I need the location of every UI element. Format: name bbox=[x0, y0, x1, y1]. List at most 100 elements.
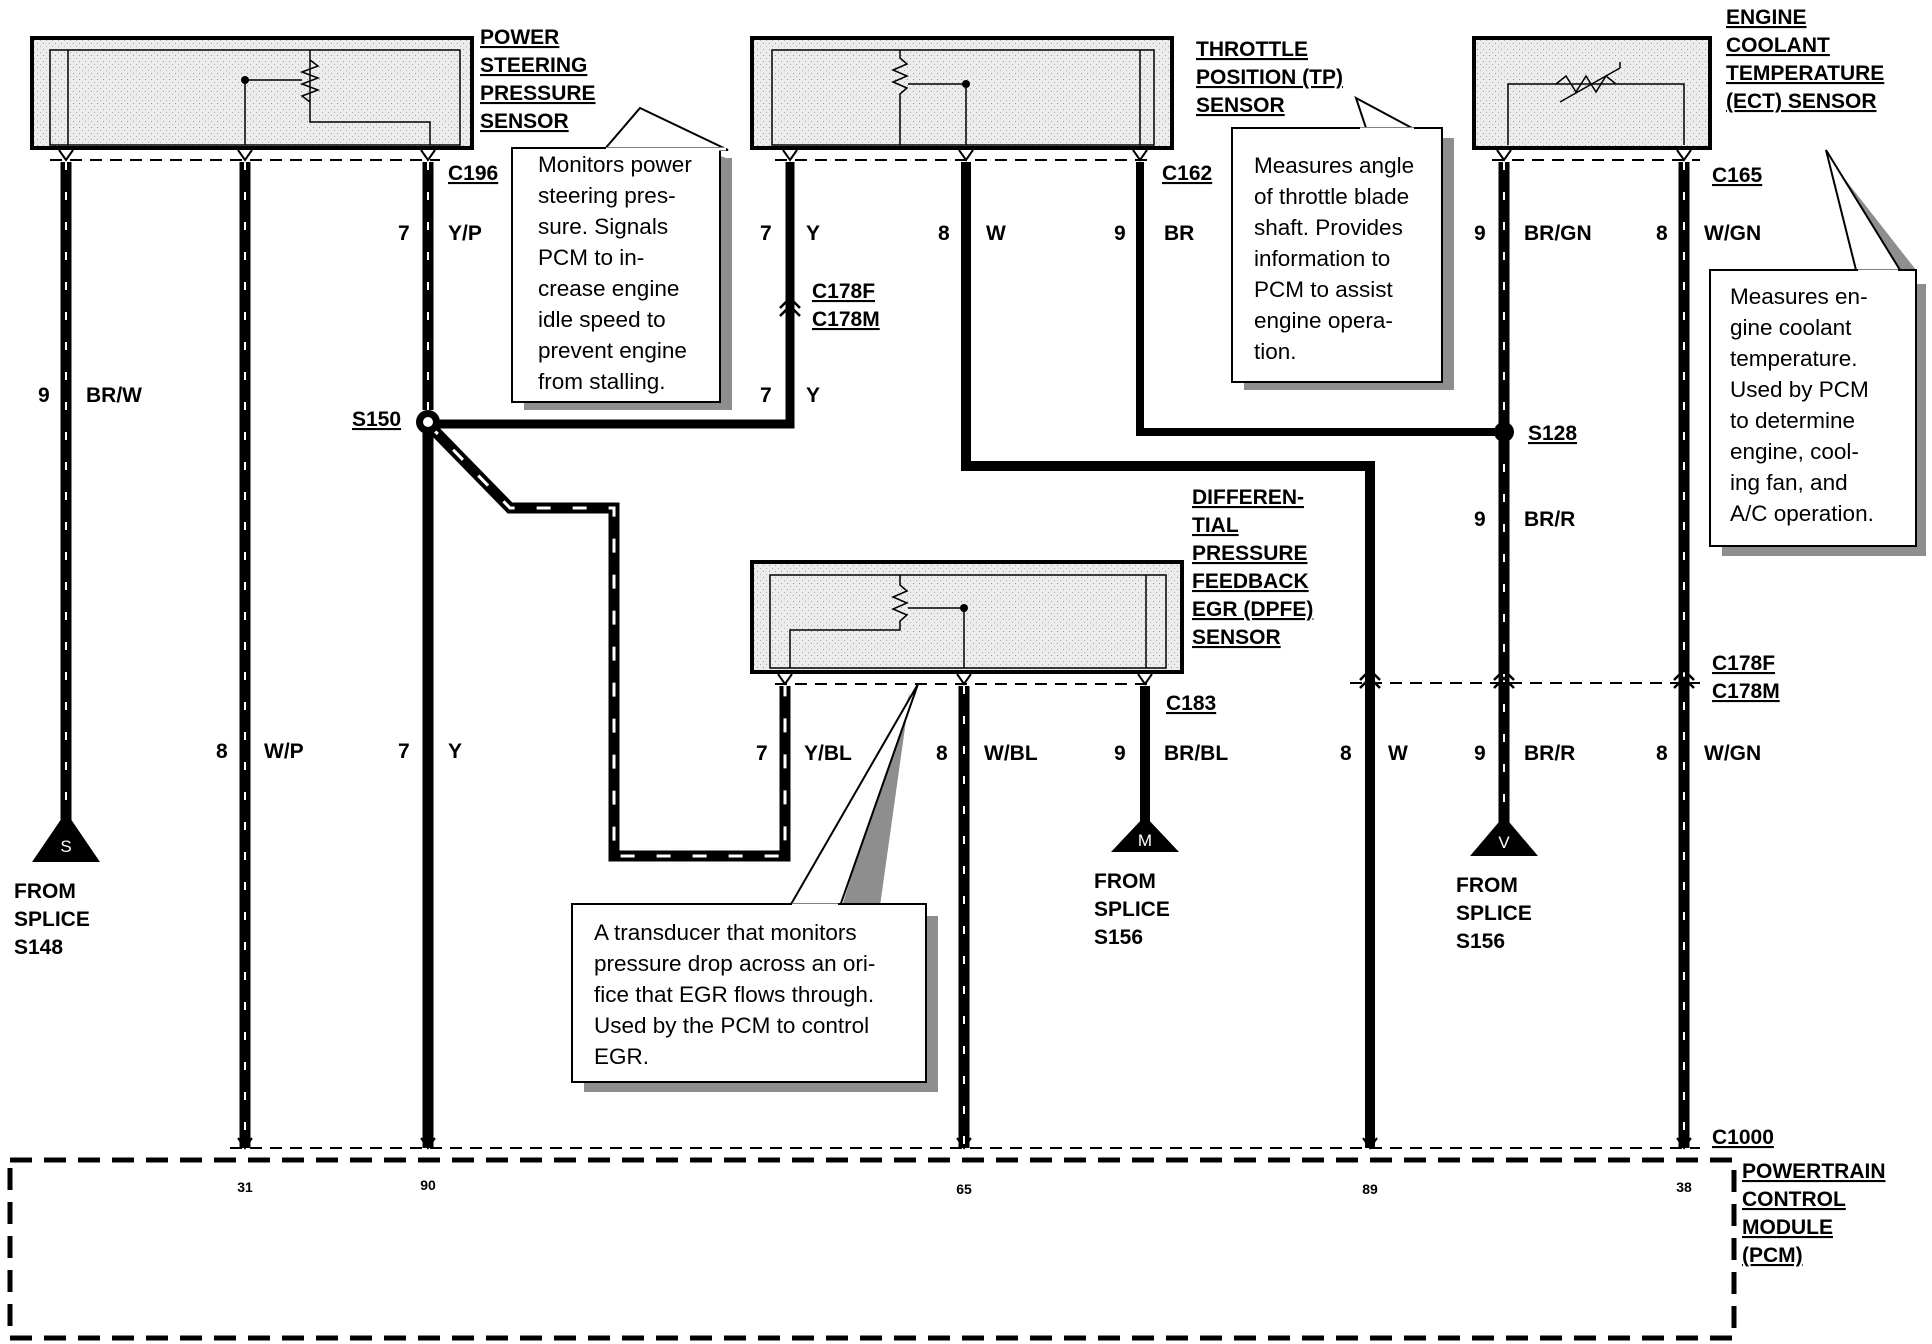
svg-text:crease engine: crease engine bbox=[538, 276, 679, 301]
wire-gauge: 9 bbox=[1114, 742, 1126, 765]
svg-text:POWER: POWER bbox=[480, 26, 559, 49]
wire-color: W bbox=[1388, 742, 1408, 765]
wire-color: Y bbox=[806, 384, 820, 407]
note-dpfe bbox=[571, 683, 938, 1092]
wire-color: Y/BL bbox=[804, 742, 852, 765]
svg-text:PRESSURE: PRESSURE bbox=[480, 82, 596, 105]
svg-text:steering pres-: steering pres- bbox=[538, 183, 676, 208]
svg-text:EGR.: EGR. bbox=[594, 1044, 649, 1069]
connector-c162-label: C162 bbox=[1162, 162, 1212, 185]
wire-gauge: 9 bbox=[1474, 508, 1486, 531]
svg-text:sure. Signals: sure. Signals bbox=[538, 214, 668, 239]
splice-s128-dot bbox=[1494, 422, 1514, 442]
note-power-steering bbox=[511, 106, 732, 410]
svg-text:CONTROL: CONTROL bbox=[1742, 1188, 1846, 1211]
svg-text:engine opera-: engine opera- bbox=[1254, 308, 1393, 333]
wire-color: BR/BL bbox=[1164, 742, 1228, 765]
svg-text:Measures angle: Measures angle bbox=[1254, 153, 1414, 178]
svg-text:SENSOR: SENSOR bbox=[1192, 626, 1281, 649]
svg-text:TIAL: TIAL bbox=[1192, 514, 1239, 537]
splice-s128-label: S128 bbox=[1528, 422, 1577, 445]
wire-gauge: 7 bbox=[756, 742, 768, 765]
svg-text:information to: information to bbox=[1254, 246, 1390, 271]
svg-text:Used by the PCM to control: Used by the PCM to control bbox=[594, 1013, 869, 1038]
wire-labels: 9 BR/W 8 W/P 7 Y/P 7 Y 7 Y 7 Y 7 Y/BL 8 … bbox=[38, 222, 1761, 765]
wire-gauge: 9 bbox=[1114, 222, 1126, 245]
svg-text:Used by PCM: Used by PCM bbox=[1730, 377, 1869, 402]
wire-gauge: 9 bbox=[1474, 742, 1486, 765]
svg-text:M: M bbox=[1138, 831, 1152, 850]
wire-gauge: 9 bbox=[1474, 222, 1486, 245]
svg-text:FEEDBACK: FEEDBACK bbox=[1192, 570, 1309, 593]
splice-s150-dot bbox=[416, 410, 440, 434]
svg-text:tion.: tion. bbox=[1254, 339, 1297, 364]
connector-c183-label: C183 bbox=[1166, 692, 1216, 715]
svg-text:ENGINE: ENGINE bbox=[1726, 6, 1807, 29]
svg-text:SPLICE: SPLICE bbox=[1456, 902, 1532, 925]
svg-text:POSITION (TP): POSITION (TP) bbox=[1196, 66, 1343, 89]
wire-color: BR/R bbox=[1524, 742, 1575, 765]
svg-text:Measures en-: Measures en- bbox=[1730, 284, 1868, 309]
svg-text:Monitors power: Monitors power bbox=[538, 152, 692, 177]
wire-gauge: 8 bbox=[1340, 742, 1352, 765]
note-throttle bbox=[1231, 95, 1454, 390]
wire-gauge: 9 bbox=[38, 384, 50, 407]
svg-text:MODULE: MODULE bbox=[1742, 1216, 1833, 1239]
note-coolant bbox=[1709, 149, 1926, 556]
pcm-pin-number: 65 bbox=[956, 1181, 972, 1197]
connector-c1000-label: C1000 bbox=[1712, 1126, 1774, 1149]
connector-c178f-label-top: C178F bbox=[812, 280, 875, 303]
pcm-pin-number: 89 bbox=[1362, 1181, 1378, 1197]
connector-c196-label: C196 bbox=[448, 162, 498, 185]
svg-text:PRESSURE: PRESSURE bbox=[1192, 542, 1308, 565]
note-dpfe-text: A transducer that monitors pressure drop… bbox=[594, 920, 875, 1069]
dpfe-sensor-label: DIFFEREN- TIAL PRESSURE FEEDBACK EGR (DP… bbox=[1192, 486, 1313, 649]
power-steering-pressure-sensor-box bbox=[30, 36, 474, 150]
note-throttle-text: Measures angle of throttle blade shaft. … bbox=[1254, 153, 1414, 364]
svg-text:EGR (DPFE): EGR (DPFE) bbox=[1192, 598, 1313, 621]
ect-sensor-label: ENGINE COOLANT TEMPERATURE (ECT) SENSOR bbox=[1726, 6, 1884, 113]
wire-gauge: 7 bbox=[760, 222, 772, 245]
wire-color: Y bbox=[448, 740, 462, 763]
ect-sensor-box bbox=[1472, 36, 1712, 150]
svg-text:from stalling.: from stalling. bbox=[538, 369, 666, 394]
svg-text:S156: S156 bbox=[1094, 926, 1143, 949]
splice-source-s-label: FROM SPLICE S148 bbox=[14, 880, 90, 959]
svg-text:of throttle blade: of throttle blade bbox=[1254, 184, 1409, 209]
pcm-pin-number: 38 bbox=[1676, 1179, 1692, 1195]
svg-text:TEMPERATURE: TEMPERATURE bbox=[1726, 62, 1884, 85]
svg-text:SPLICE: SPLICE bbox=[14, 908, 90, 931]
pcm-pins: 31 90 65 89 38 bbox=[237, 1177, 1692, 1197]
svg-text:S: S bbox=[60, 837, 71, 856]
splice-source-m-label: FROM SPLICE S156 bbox=[1094, 870, 1170, 949]
svg-text:PCM to in-: PCM to in- bbox=[538, 245, 644, 270]
wire-color: W/GN bbox=[1704, 742, 1761, 765]
wire-gauge: 8 bbox=[1656, 742, 1668, 765]
svg-text:S156: S156 bbox=[1456, 930, 1505, 953]
svg-text:shaft. Provides: shaft. Provides bbox=[1254, 215, 1403, 240]
svg-text:(PCM): (PCM) bbox=[1742, 1244, 1803, 1267]
wire-color: W/GN bbox=[1704, 222, 1761, 245]
dpfe-sensor-box bbox=[750, 560, 1184, 674]
wire-br bbox=[1136, 162, 1502, 436]
wire-color: W/BL bbox=[984, 742, 1038, 765]
pcm-pin-number: 90 bbox=[420, 1177, 436, 1193]
svg-text:FROM: FROM bbox=[14, 880, 76, 903]
wire-y-s150-c178 bbox=[428, 162, 795, 429]
wire-gauge: 7 bbox=[760, 384, 772, 407]
wire-color: Y/P bbox=[448, 222, 482, 245]
wire-color: W bbox=[986, 222, 1006, 245]
svg-text:(ECT) SENSOR: (ECT) SENSOR bbox=[1726, 90, 1877, 113]
wire-color: Y bbox=[806, 222, 820, 245]
connector-c178m-label-top: C178M bbox=[812, 308, 880, 331]
throttle-position-sensor-label: THROTTLE POSITION (TP) SENSOR bbox=[1196, 38, 1343, 117]
svg-text:prevent engine: prevent engine bbox=[538, 338, 687, 363]
pcm-label: POWERTRAIN CONTROL MODULE (PCM) bbox=[1742, 1160, 1886, 1267]
terminals bbox=[58, 149, 1692, 1150]
wire-gauge: 7 bbox=[398, 222, 410, 245]
svg-text:A/C operation.: A/C operation. bbox=[1730, 501, 1874, 526]
svg-text:fice that EGR flows through.: fice that EGR flows through. bbox=[594, 982, 874, 1007]
wire-gauge: 8 bbox=[938, 222, 950, 245]
splice-source-v-label: FROM SPLICE S156 bbox=[1456, 874, 1532, 953]
